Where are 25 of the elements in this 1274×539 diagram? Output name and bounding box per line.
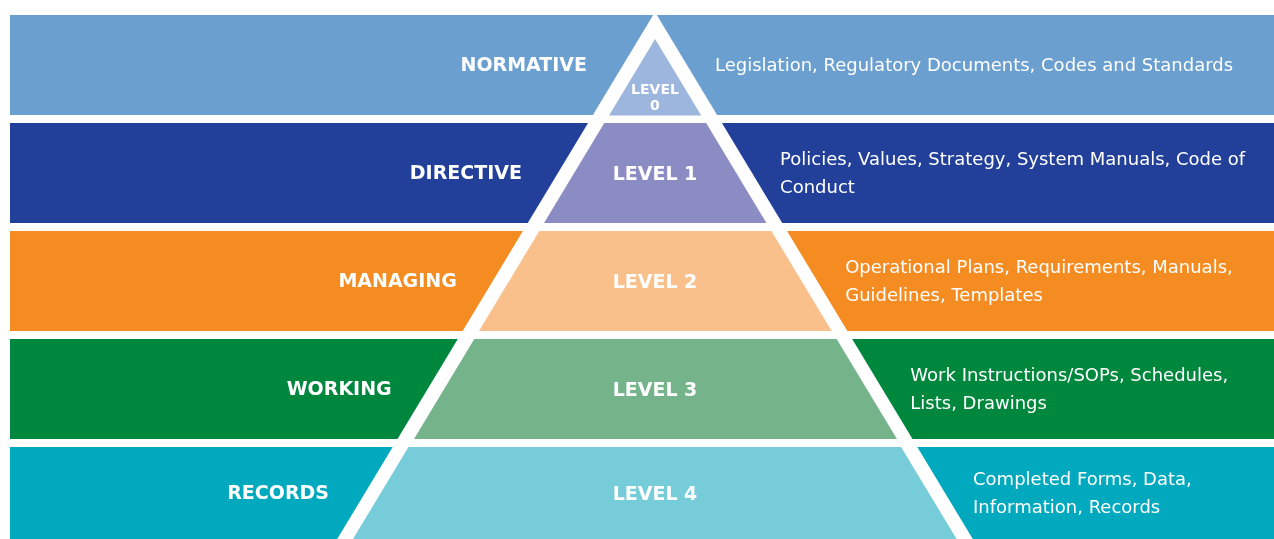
pyramid-segment xyxy=(608,38,702,115)
tier-band xyxy=(10,447,1274,539)
category-label: MANAGING xyxy=(338,269,457,291)
level-label: LEVEL 3 xyxy=(611,378,699,400)
tier-band xyxy=(10,15,1274,115)
category-label: RECORDS xyxy=(227,481,329,503)
tier-band xyxy=(10,339,1274,439)
description-text: Operational Plans, Requirements, Manuals, Guidelines, Templates xyxy=(845,255,1234,307)
category-label: DIRECTIVE xyxy=(409,161,522,183)
category-label: WORKING xyxy=(286,377,392,399)
pyramid-segment xyxy=(478,231,832,331)
pyramid-segment xyxy=(543,123,767,223)
pyramid-segment xyxy=(413,339,897,439)
description-text: Policies, Values, Strategy, System Manuals, Code of Conduct xyxy=(780,147,1247,199)
level-label: LEVEL 4 xyxy=(611,482,699,504)
level-label: LEVEL 2 xyxy=(611,270,699,292)
tier-band xyxy=(10,123,1274,223)
description-text: Completed Forms, Data, Information, Records xyxy=(973,467,1193,519)
level-label: LEVEL 0 xyxy=(630,81,680,113)
description-text: Work Instructions/SOPs, Schedules, Lists, Drawings xyxy=(910,363,1230,415)
pyramid-segment xyxy=(353,447,957,539)
tier-band xyxy=(10,231,1274,331)
description-text: Legislation, Regulatory Documents, Codes and Standards xyxy=(714,53,1235,77)
category-label: NORMATIVE xyxy=(460,53,588,75)
level-label: LEVEL 1 xyxy=(611,162,699,184)
